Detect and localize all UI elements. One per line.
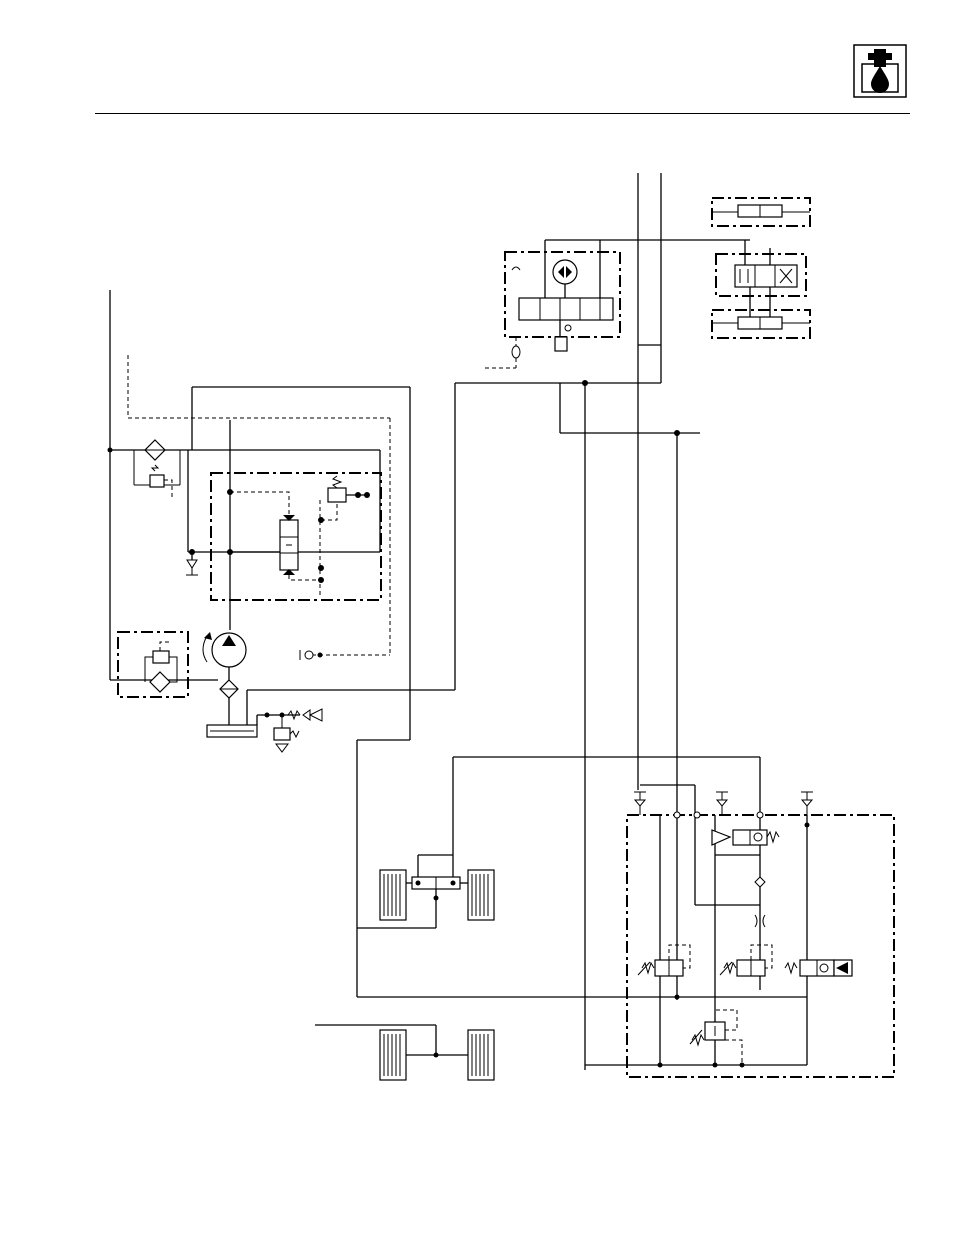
reservoir (207, 690, 322, 752)
main-pump (203, 632, 246, 725)
return-filter (134, 440, 180, 497)
main-trunk-lines (247, 173, 750, 1070)
suction-filter (118, 632, 188, 697)
tank-return-symbols (186, 552, 323, 660)
brake-valve-block (585, 757, 894, 1077)
steering-unit (485, 240, 620, 368)
priority-valve (211, 420, 381, 630)
hitch-valve (716, 240, 806, 317)
parking-brake-pack (315, 1025, 494, 1080)
service-brake-pack (357, 757, 760, 928)
return-lines-left (108, 290, 626, 997)
